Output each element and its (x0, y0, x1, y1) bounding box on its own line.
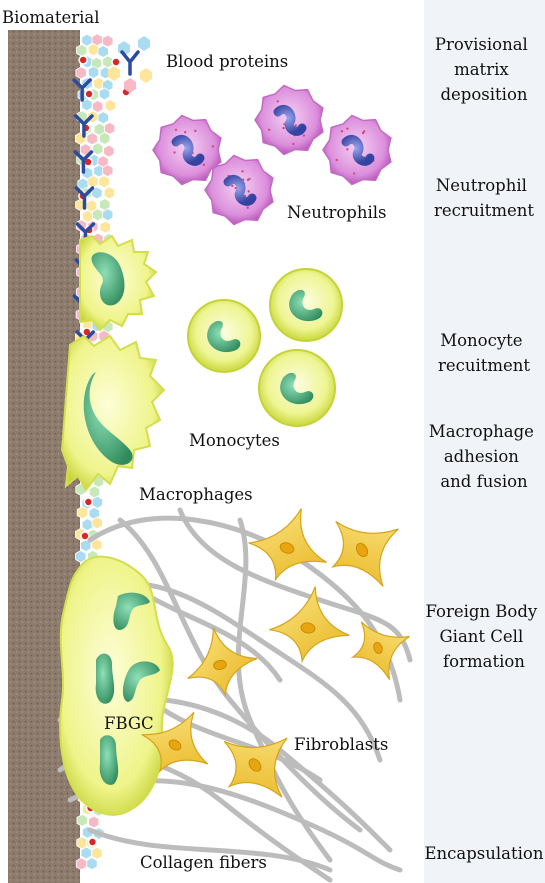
blood-protein-cluster (108, 36, 152, 96)
macrophage-cell (80, 236, 156, 330)
macrophages-label: Macrophages (139, 485, 253, 504)
stage-label-encapsulation: Encapsulation (425, 844, 544, 863)
biomaterial-label: Biomaterial (2, 8, 100, 27)
fibroblasts-label: Fibroblasts (294, 735, 388, 754)
collagen-fibers-label: Collagen fibers (140, 853, 267, 872)
stage-label-macrophage-adhesion: Macrophage adhesion and fusion (429, 422, 539, 491)
fbgc-cell (60, 557, 173, 815)
monocytes-label: Monocytes (189, 431, 280, 450)
stage-panel (424, 0, 545, 883)
monocyte-group (188, 269, 342, 426)
blood-proteins-label: Blood proteins (166, 52, 288, 71)
neutrophils-label: Neutrophils (287, 203, 387, 222)
fbgc-label: FBGC (104, 714, 154, 733)
monocyte-cell (259, 350, 335, 426)
monocyte-cell (188, 300, 260, 372)
fibroblast-cell (314, 496, 419, 603)
neutrophil-cell (255, 86, 323, 155)
macrophage-cell (62, 336, 164, 490)
neutrophil-cell (323, 116, 391, 185)
monocyte-cell (270, 269, 342, 341)
neutrophil-cell (153, 116, 221, 185)
